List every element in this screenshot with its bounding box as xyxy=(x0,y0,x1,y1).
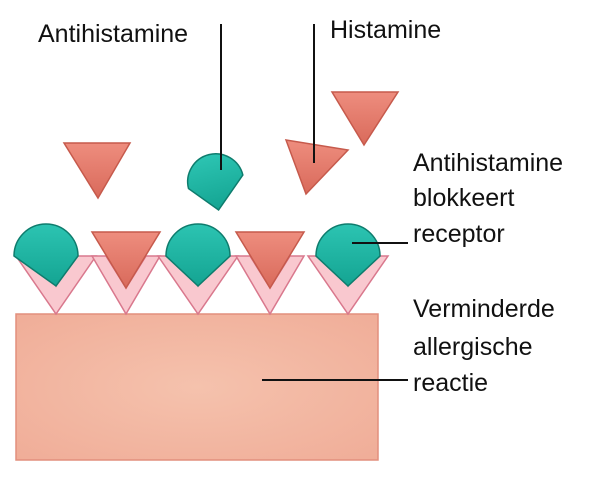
cell-membrane xyxy=(15,313,379,461)
leader-lines xyxy=(220,24,408,381)
bound-histamines xyxy=(90,231,306,290)
antihistamine-free-icon xyxy=(187,153,244,211)
label-histamine: Histamine xyxy=(330,16,441,44)
antihistamine-bound-icon xyxy=(165,223,231,288)
label-reduced-reaction-line1: Verminderde xyxy=(413,295,555,323)
label-blocks-receptor-line3: receptor xyxy=(413,220,505,248)
label-reduced-reaction-line3: reactie xyxy=(413,369,488,397)
histamine-free-icon xyxy=(62,142,132,200)
antihistamine-free xyxy=(187,153,244,211)
free-histamines xyxy=(62,91,400,200)
label-reduced-reaction-line2: allergische xyxy=(413,333,533,361)
histamine-bound-icon xyxy=(234,231,306,290)
label-antihistamine: Antihistamine xyxy=(38,20,188,48)
antihistamine-bound-icon xyxy=(13,223,79,288)
label-blocks-receptor-line2: blokkeert xyxy=(413,184,514,212)
histamine-free-icon xyxy=(284,139,350,196)
antihistamine-bound-icon xyxy=(315,223,381,288)
label-blocks-receptor-line1: Antihistamine xyxy=(413,149,563,177)
bound-antihistamines xyxy=(13,223,381,288)
histamine-free-icon xyxy=(330,91,400,147)
histamine-bound-icon xyxy=(90,231,162,290)
